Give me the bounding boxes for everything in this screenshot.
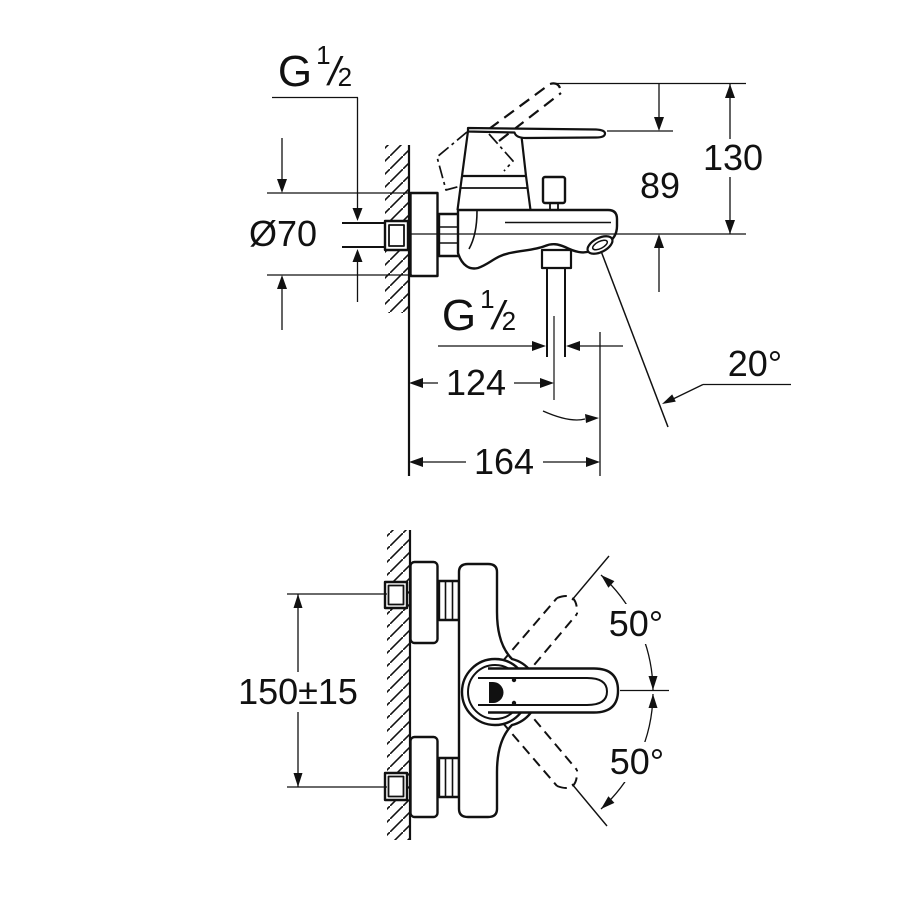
handle-raised-phantom [436, 82, 563, 191]
supply-pipe-side [342, 222, 384, 248]
label-lever-angle-up: 50° [602, 604, 670, 644]
lever-front-inner [478, 677, 608, 706]
spout-outlet [586, 235, 614, 255]
lever-front-outer [488, 667, 620, 714]
faucet-body-side [456, 208, 619, 270]
front-view [383, 530, 620, 840]
temperature-marker [489, 682, 504, 703]
union-square-bottom [383, 771, 409, 802]
hex-nut-bottom [437, 756, 461, 799]
lever-phantom-up [501, 555, 610, 678]
hex-nut-top [437, 579, 461, 622]
label-center-distance: 150±15 [228, 672, 368, 712]
dimension-164 [409, 332, 601, 476]
side-view [342, 82, 619, 476]
label-flange-diameter: Ø70 [248, 213, 318, 254]
lever-phantom-down [501, 706, 608, 827]
hex-nut-side [437, 212, 461, 258]
dimension-dia70 [267, 138, 412, 330]
lever-blade-side [466, 126, 607, 140]
label-height-130: 130 [701, 137, 765, 178]
dimension-g-bottom [438, 341, 623, 351]
union-square-side [383, 219, 410, 252]
cartridge [456, 130, 532, 211]
label-lever-angle-down: 50° [603, 742, 671, 782]
union-square-top [383, 580, 409, 610]
hose-connection [540, 248, 573, 400]
dimension-89 [654, 84, 664, 292]
side-view-dimensions [267, 82, 791, 476]
dimension-20deg [600, 250, 791, 428]
flange-top [409, 560, 439, 645]
label-depth-164: 164 [466, 443, 542, 481]
label-spout-angle: 20° [727, 342, 783, 384]
dimension-g-top [272, 96, 363, 302]
label-height-89: 89 [634, 167, 686, 205]
diverter-knob [541, 175, 567, 211]
spout-leader [542, 410, 599, 423]
label-depth-124: 124 [438, 364, 514, 402]
flange-bottom [409, 735, 439, 819]
